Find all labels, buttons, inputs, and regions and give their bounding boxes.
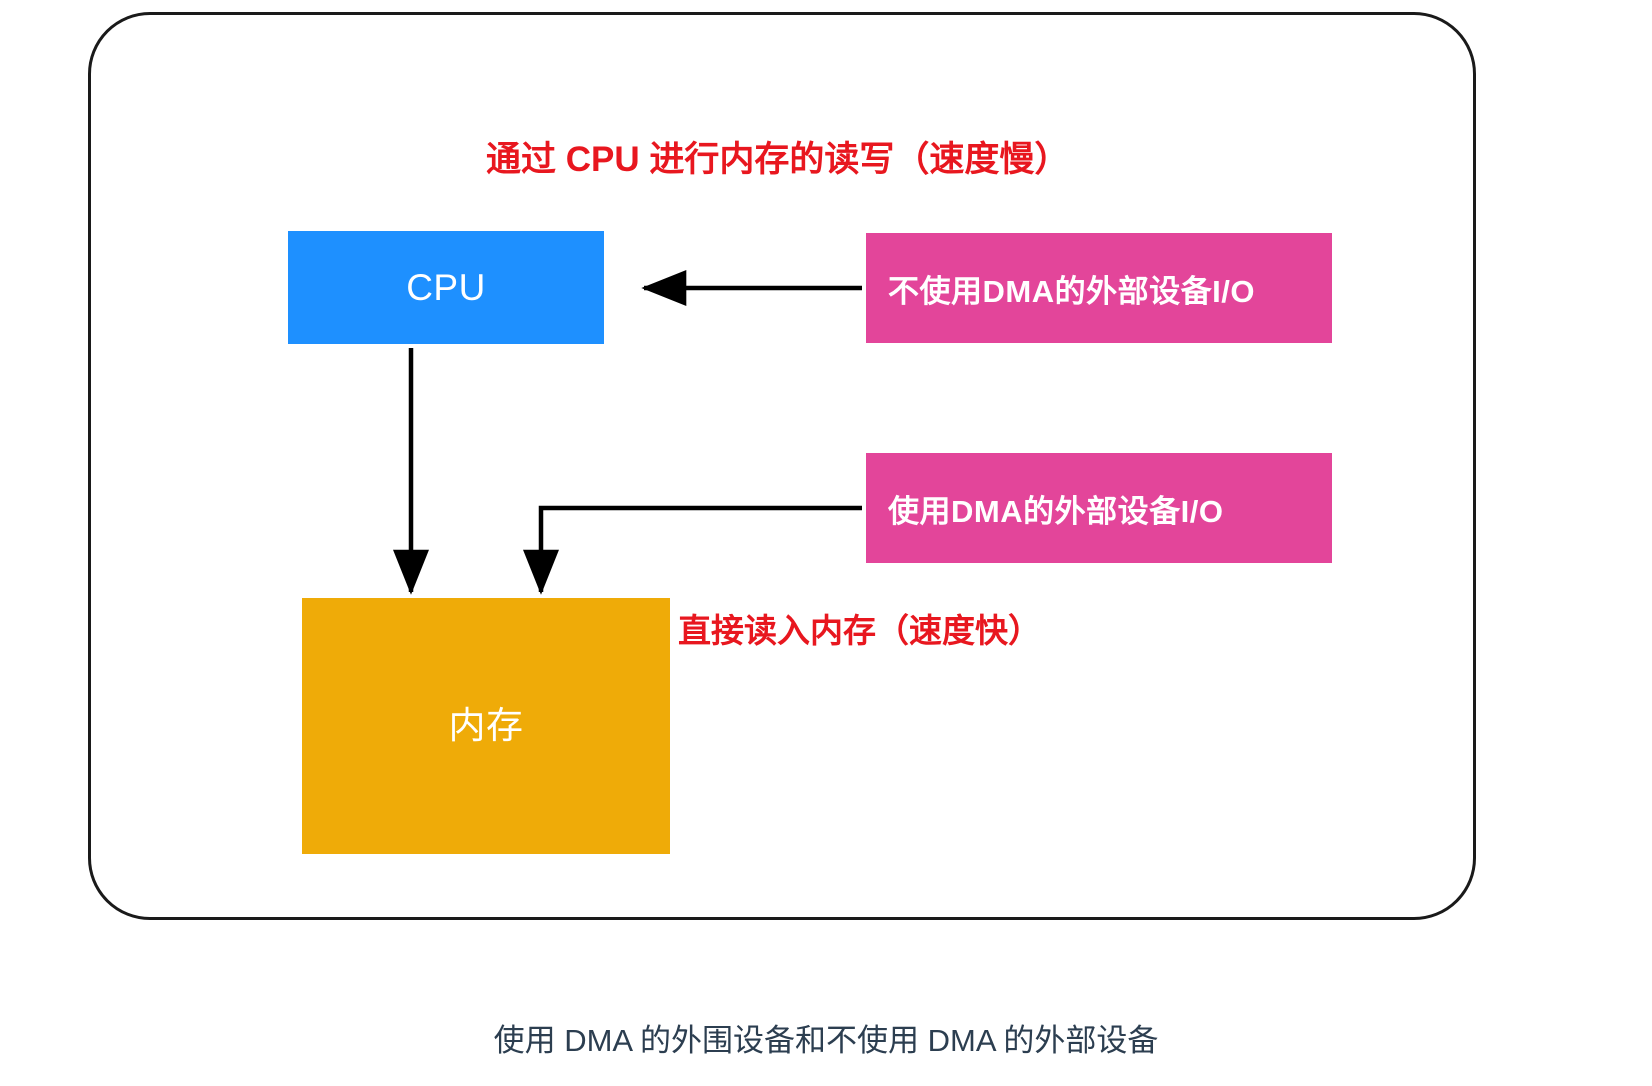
node-io-no-dma[interactable]: 不使用DMA的外部设备I/O — [866, 233, 1332, 343]
annotation-dma-path: 直接读入内存（速度快） — [678, 612, 1041, 649]
diagram-frame — [88, 12, 1476, 920]
node-cpu[interactable]: CPU — [288, 231, 604, 344]
diagram-caption: 使用 DMA 的外围设备和不使用 DMA 的外部设备 — [493, 1023, 1159, 1058]
node-io-no-dma-label: 不使用DMA的外部设备I/O — [888, 273, 1255, 309]
node-cpu-label: CPU — [406, 266, 486, 308]
node-io-dma[interactable]: 使用DMA的外部设备I/O — [866, 453, 1332, 563]
node-io-dma-label: 使用DMA的外部设备I/O — [888, 493, 1224, 529]
node-memory[interactable]: 内存 — [302, 598, 670, 854]
node-memory-label: 内存 — [448, 705, 524, 746]
annotation-cpu-path: 通过 CPU 进行内存的读写（速度慢） — [486, 140, 1070, 179]
